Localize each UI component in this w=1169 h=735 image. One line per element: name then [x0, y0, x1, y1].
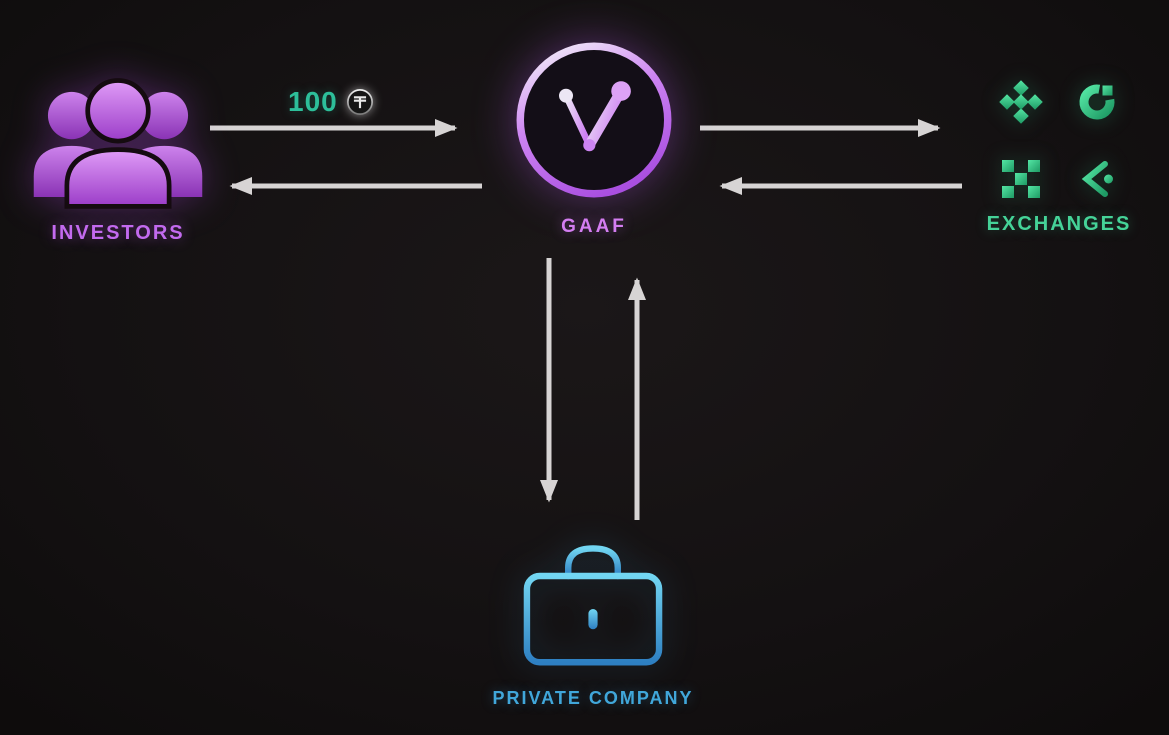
flow-amount-label: 100: [288, 86, 374, 118]
investors-label: INVESTORS: [51, 222, 185, 244]
tether-coin-icon: [346, 89, 373, 115]
okx-icon: [1002, 160, 1040, 198]
people-group-icon: [33, 78, 203, 209]
kucoin-icon: [1081, 160, 1113, 198]
private-company-label: PRIVATE COMPANY: [492, 688, 694, 708]
briefcase-icon: [523, 545, 663, 666]
gaaf-node: GAAF: [510, 36, 678, 238]
exchanges-label: EXCHANGES: [986, 213, 1132, 235]
binance-icon: [999, 80, 1043, 124]
gate-icon: [1079, 84, 1115, 120]
amount-text: 100: [288, 86, 338, 117]
gaaf-label: GAAF: [561, 216, 627, 237]
private-company-node: PRIVATE COMPANY: [488, 522, 698, 709]
exchanges-node: EXCHANGES: [984, 80, 1134, 236]
exchange-icons-grid: [999, 80, 1119, 201]
investors-node: INVESTORS: [18, 72, 218, 245]
gaaf-logo-icon: [516, 42, 672, 198]
